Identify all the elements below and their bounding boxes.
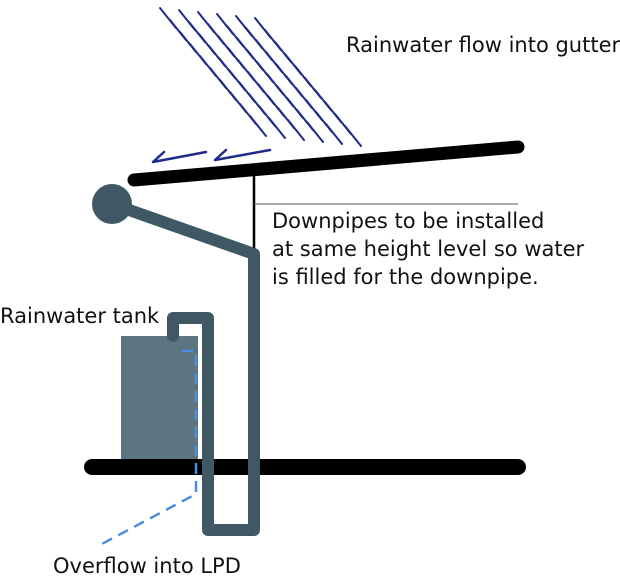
roof-gutter-line: [127, 140, 525, 187]
downpipe-main: [106, 198, 260, 536]
flow-arrows: [151, 148, 272, 164]
rain-streak: [306, 121, 324, 143]
flow-arrow-right: [213, 148, 272, 162]
rainwater-tank: [121, 336, 198, 459]
rain-streak: [325, 123, 343, 145]
rain-flow-label: Rainwater flow into gutter: [346, 33, 620, 57]
downpipe-note: Downpipes to be installed at same height…: [272, 207, 584, 291]
rain-streak: [344, 125, 362, 147]
downpipe-note-line-1: Downpipes to be installed: [272, 209, 545, 233]
rain-streaks: [159, 7, 362, 147]
rain-streak: [287, 119, 305, 141]
rain-streak: [268, 117, 286, 139]
rainwater-tank-label: Rainwater tank: [0, 304, 160, 328]
downpipe-note-line-2: at same height level so water: [272, 237, 585, 261]
overflow-line: [97, 349, 198, 548]
downpipe-note-line-3: is filled for the downpipe.: [272, 265, 539, 289]
rain-streak: [249, 115, 267, 137]
flow-arrow-left: [151, 150, 208, 164]
overflow-label: Overflow into LPD: [53, 554, 241, 578]
